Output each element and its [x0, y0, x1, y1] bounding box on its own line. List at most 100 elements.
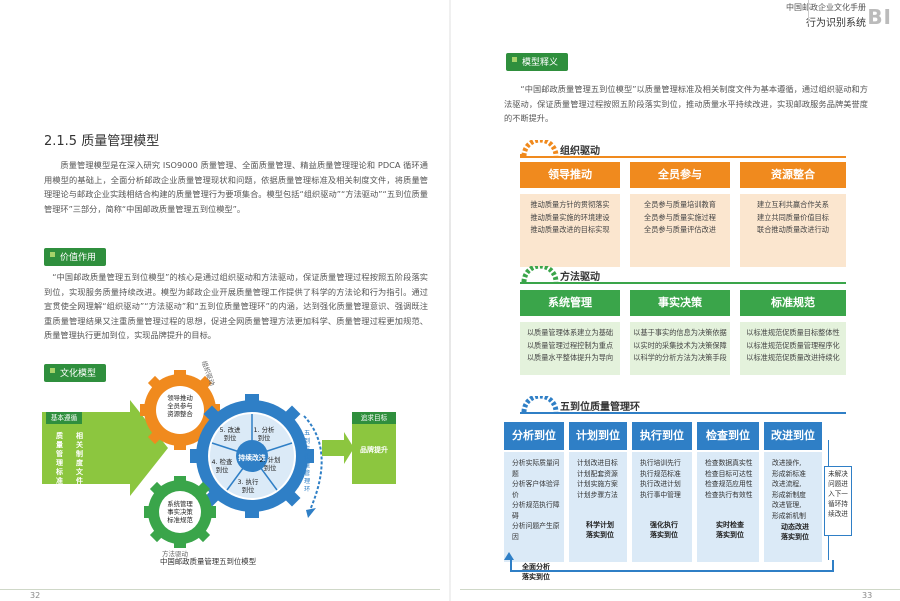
section-title: 2.1.5 质量管理模型: [44, 134, 160, 149]
list-item: 全员参与质量实施过程: [644, 212, 716, 222]
org-col-head: 资源整合: [740, 162, 846, 188]
list-item: 以质量管理体系建立为基础: [526, 328, 614, 337]
list-item: 全员参与质量培训教育: [644, 200, 716, 209]
method-col-head: 标准规范: [740, 290, 846, 316]
left-box-title-bg: [46, 412, 82, 424]
list-item: 计划步骤方法: [577, 490, 618, 499]
model-diagram-svg: [42, 370, 396, 548]
right-box-title: 追求目标: [360, 414, 388, 422]
header-subtitle: 行为识别系统: [806, 18, 866, 29]
loop-step-foot: 强化执行 落实到位: [650, 521, 678, 539]
list-item: 以科学的分析方法为决策手段: [633, 353, 727, 362]
list-item: 以实时的采集技术为决策保障: [633, 340, 727, 350]
list-item: 计划改进目标: [577, 459, 618, 467]
method-section-title: 方法驱动: [560, 272, 600, 283]
list-item: 执行培训先行: [640, 459, 681, 467]
loop-step-foot: 实时检查 落实到位: [716, 521, 744, 539]
list-item: 形成新标准: [772, 469, 806, 478]
value-tag: 价值作用: [44, 248, 107, 266]
org-gear-label: 领导推动 全员参与 资源整合: [167, 394, 193, 418]
loop-step-2: 执行到位 执行培训先行 执行规范标准 执行改进计划 执行事中管理 强化执行 落实…: [632, 422, 692, 562]
right-page-number: 33: [862, 591, 873, 600]
method-col-list: 以标准规范促质量目标整体性 以标准规范促质量管理程序化 以标准规范促质量改进持续…: [740, 322, 846, 375]
loop-section-title: 五到位质量管理环: [560, 402, 640, 413]
org-col-1: 全员参与 全员参与质量培训教育 全员参与质量实施过程 全员参与质量评估改进: [630, 162, 730, 267]
list-item: 以标准规范促质量改进持续化: [746, 353, 840, 362]
method-gear-label: 系统管理 事实决策 标准规范: [167, 500, 193, 524]
header-bi-mark: BI: [867, 5, 892, 29]
right-box-bg: [352, 424, 396, 484]
left-page-number: 32: [30, 591, 41, 600]
model-explain-paragraph: “中国邮政质量管理五到位模型”以质量管理标准及相关制度文件为基本遵循，通过组织驱…: [504, 84, 868, 124]
culture-model-tag: 文化模型: [44, 364, 107, 382]
list-item: 以质量管理过程控制为重点: [526, 340, 614, 350]
list-item: 执行改进计划: [640, 480, 681, 488]
loop-return-line: [510, 560, 834, 572]
ring-arrow-path: [303, 415, 323, 511]
header-title: 中国邮政企业文化手册: [786, 3, 866, 12]
segment-analysis: 1. 分析 到位: [253, 426, 275, 442]
org-col-0: 领导推动 推动质量方针的贯彻落实 推动质量实施的环境建设 推动质量改进的目标实现: [520, 162, 620, 267]
org-section-line: [520, 156, 846, 158]
list-item: 分析客户体验评价: [512, 480, 560, 499]
loop-step-foot: 动态改进 落实到位: [781, 523, 809, 541]
list-item: 建立互利共赢合作关系: [757, 200, 829, 209]
org-col-2: 资源整合 建立互利共赢合作关系 建立共同质量价值目标 联合推动质量改进行动: [740, 162, 846, 267]
list-item: 分析问题产生原因: [512, 522, 560, 541]
method-gear-arc-label: 方法驱动: [162, 550, 188, 558]
list-item: 改进管理,: [772, 501, 802, 509]
list-item: 执行事中管理: [640, 490, 681, 499]
loop-step-4: 改进到位 改进操作, 形成新标准 改进流程, 形成新制度 改进管理, 形成新机制…: [764, 422, 822, 562]
loop-step-body: 改进操作, 形成新标准 改进流程, 形成新制度 改进管理, 形成新机制 动态改进…: [764, 452, 822, 562]
loop-step-body: 分析实际质量问题 分析客户体验评价 分析规范执行障碍 分析问题产生原因 全面分析…: [504, 452, 564, 581]
list-item: 检查规范应用性: [705, 480, 753, 488]
intro-paragraph: 质量管理模型是在深入研究 ISO9000 质量管理、全面质量管理、精益质量管理理…: [44, 160, 428, 214]
method-gear-icon: [144, 476, 216, 548]
segment-execute: 3. 执行 到位: [237, 478, 259, 494]
method-gear-small-icon: [521, 266, 559, 282]
loop-side-note: 未解决问题进入下一循环持续改进: [824, 466, 852, 536]
loop-step-head: 分析到位: [504, 422, 564, 450]
method-col-0: 系统管理 以质量管理体系建立为基础 以质量管理过程控制为重点 以质量水平整体提升…: [520, 290, 620, 375]
ring-label: 五到位质量管理环: [304, 430, 311, 493]
org-section-header: 组织驱动: [520, 140, 850, 157]
list-item: 改进操作,: [772, 459, 802, 467]
loop-step-head: 检查到位: [697, 422, 759, 450]
ring-arrow-head: [306, 508, 316, 518]
org-gear-small-icon: [521, 140, 559, 156]
value-paragraph: “中国邮政质量管理五到位模型”的核心是通过组织驱动和方法驱动，保证质量管理过程按…: [44, 272, 428, 341]
list-item: 推动质量改进的目标实现: [530, 225, 610, 234]
left-col-docs: 相关制度文件: [76, 432, 83, 485]
list-item: 推动质量实施的环境建设: [530, 212, 610, 222]
loop-return-arrow-icon: [504, 552, 514, 560]
loop-step-body: 计划改进目标 计划配套资源 计划实施方案 计划步骤方法 科学计划 落实到位: [569, 452, 627, 562]
loop-step-foot: 科学计划 落实到位: [586, 521, 614, 539]
list-item: 推动质量方针的贯彻落实: [530, 200, 610, 209]
method-col-2: 标准规范 以标准规范促质量目标整体性 以标准规范促质量管理程序化 以标准规范促质…: [740, 290, 846, 375]
org-col-list: 推动质量方针的贯彻落实 推动质量实施的环境建设 推动质量改进的目标实现: [520, 194, 620, 267]
method-col-1: 事实决策 以基于事实的信息为决策依据 以实时的采集技术为决策保障 以科学的分析方…: [630, 290, 730, 375]
list-item: 联合推动质量改进行动: [757, 225, 829, 234]
list-item: 建立共同质量价值目标: [757, 212, 829, 222]
list-item: 形成新制度: [772, 490, 806, 499]
segment-plan: 2. 计划 到位: [259, 456, 281, 472]
method-col-head: 系统管理: [520, 290, 620, 316]
list-item: 分析实际质量问题: [512, 459, 560, 478]
center-label: 持续改进: [238, 454, 266, 462]
list-item: 计划实施方案: [577, 480, 618, 488]
method-col-head: 事实决策: [630, 290, 730, 316]
org-col-head: 全员参与: [630, 162, 730, 188]
list-item: 全员参与质量评估改进: [644, 225, 716, 234]
list-item: 改进流程,: [772, 480, 802, 488]
model-explain-tag: 模型释义: [506, 53, 569, 71]
org-col-list: 建立互利共赢合作关系 建立共同质量价值目标 联合推动质量改进行动: [740, 194, 846, 267]
right-bottom-rule: [460, 589, 900, 590]
list-item: 以质量水平整体提升为导向: [526, 353, 614, 362]
org-col-list: 全员参与质量培训教育 全员参与质量实施过程 全员参与质量评估改进: [630, 194, 730, 267]
loop-gear-icon: [190, 394, 314, 518]
method-section-header: 方法驱动: [520, 266, 850, 283]
loop-step-head: 改进到位: [764, 422, 822, 450]
list-item: 检查执行有效性: [705, 490, 753, 499]
loop-step-body: 执行培训先行 执行规范标准 执行改进计划 执行事中管理 强化执行 落实到位: [632, 452, 692, 562]
list-item: 以标准规范促质量管理程序化: [746, 340, 840, 350]
